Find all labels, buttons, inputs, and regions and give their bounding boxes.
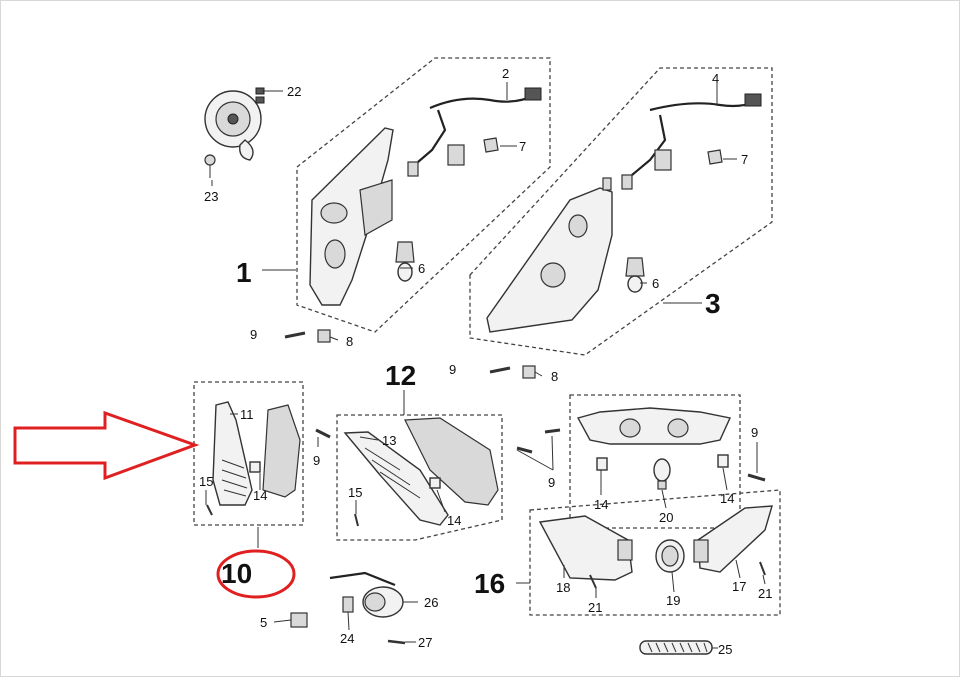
horn-part	[204, 87, 265, 161]
callout-6b: 6	[652, 276, 659, 291]
callout-21b: 21	[758, 586, 772, 601]
callout-20: 20	[659, 510, 673, 525]
screw-9e-part	[747, 473, 766, 482]
callout-11: 11	[240, 407, 254, 422]
clip-7a-part	[483, 137, 499, 153]
group-16-box	[529, 489, 781, 616]
callout-9b: 9	[449, 362, 456, 377]
callout-6a: 6	[418, 261, 425, 276]
tail-light-housing-part	[576, 407, 732, 445]
callout-26: 26	[424, 595, 438, 610]
lamp-26-part	[329, 571, 404, 618]
callout-15a: 15	[199, 474, 213, 489]
callout-7a: 7	[519, 139, 526, 154]
screw-9d-part	[516, 428, 561, 454]
highlight-arrow	[13, 410, 200, 481]
headlight-3-part	[486, 177, 613, 333]
side-reflector-13-part	[343, 431, 449, 526]
headlight-3-group-box	[469, 67, 773, 356]
callout-9d: 9	[548, 475, 555, 490]
callout-23: 23	[204, 189, 218, 204]
screw-15b-part	[354, 513, 359, 527]
callout-10: 10	[221, 558, 252, 589]
leader-lines	[205, 82, 766, 649]
bulb-6b-part	[625, 257, 645, 293]
screw-9a-part	[284, 331, 306, 339]
screw-27-part	[387, 639, 406, 645]
callout-2: 2	[502, 66, 509, 81]
bulb-6a-part	[395, 241, 415, 282]
turn-signal-17-part	[693, 505, 773, 573]
nut-8a-part	[317, 329, 331, 343]
reflector-strip-25-part	[639, 640, 713, 655]
callout-14d: 14	[720, 491, 734, 506]
turn-signal-18-part	[538, 515, 633, 581]
headlight-1-part	[309, 127, 394, 306]
bulb-24-part	[342, 596, 354, 613]
callout-21a: 21	[588, 600, 602, 615]
callout-14c: 14	[594, 497, 608, 512]
horn-bolt-part	[204, 154, 216, 178]
callout-1: 1	[236, 257, 252, 288]
callout-19: 19	[666, 593, 680, 608]
clip-5-part	[290, 612, 308, 628]
nut-8b-part	[522, 365, 536, 379]
headlight-1-group-box	[296, 57, 551, 333]
callout-labels: 22 23 2 7 6 1 9 8 4 7 6 3 9 8 12 11 13 9…	[199, 66, 772, 657]
side-cover-12-part	[404, 417, 499, 506]
callout-14b: 14	[447, 513, 461, 528]
callout-22: 22	[287, 84, 301, 99]
highlight-circle	[216, 549, 296, 599]
lens-19-part	[655, 539, 685, 573]
bulb-14d-part	[717, 454, 729, 468]
callout-15b: 15	[348, 485, 362, 500]
callout-17: 17	[732, 579, 746, 594]
bulb-20-part	[653, 458, 671, 490]
group-12-box	[336, 414, 503, 541]
callout-7b: 7	[741, 152, 748, 167]
callout-9c: 9	[313, 453, 320, 468]
callout-3: 3	[705, 288, 721, 319]
screw-21a-part	[589, 574, 597, 589]
callout-8b: 8	[551, 369, 558, 384]
bulb-14c-part	[596, 457, 608, 471]
callout-4: 4	[712, 71, 719, 86]
callout-27: 27	[418, 635, 432, 650]
wiring-harness-2-part	[407, 87, 542, 177]
callout-14a: 14	[253, 488, 267, 503]
callout-24: 24	[340, 631, 354, 646]
bulb-14a-part	[249, 461, 261, 473]
wiring-harness-4-part	[621, 93, 762, 190]
screw-15a-part	[206, 504, 213, 516]
callout-8a: 8	[346, 334, 353, 349]
side-cover-part	[262, 404, 301, 498]
callout-12: 12	[385, 360, 416, 391]
side-reflector-11-part	[212, 401, 253, 506]
screw-9b-part	[489, 366, 511, 374]
clip-7b-part	[707, 149, 723, 165]
callout-5: 5	[260, 615, 267, 630]
callout-16: 16	[474, 568, 505, 599]
callout-18: 18	[556, 580, 570, 595]
callout-9e: 9	[751, 425, 758, 440]
screw-9c-part	[315, 428, 331, 439]
bulb-14b-part	[429, 477, 441, 489]
callout-25: 25	[718, 642, 732, 657]
callout-9a: 9	[250, 327, 257, 342]
screw-21b-part	[759, 561, 766, 576]
callout-13: 13	[382, 433, 396, 448]
